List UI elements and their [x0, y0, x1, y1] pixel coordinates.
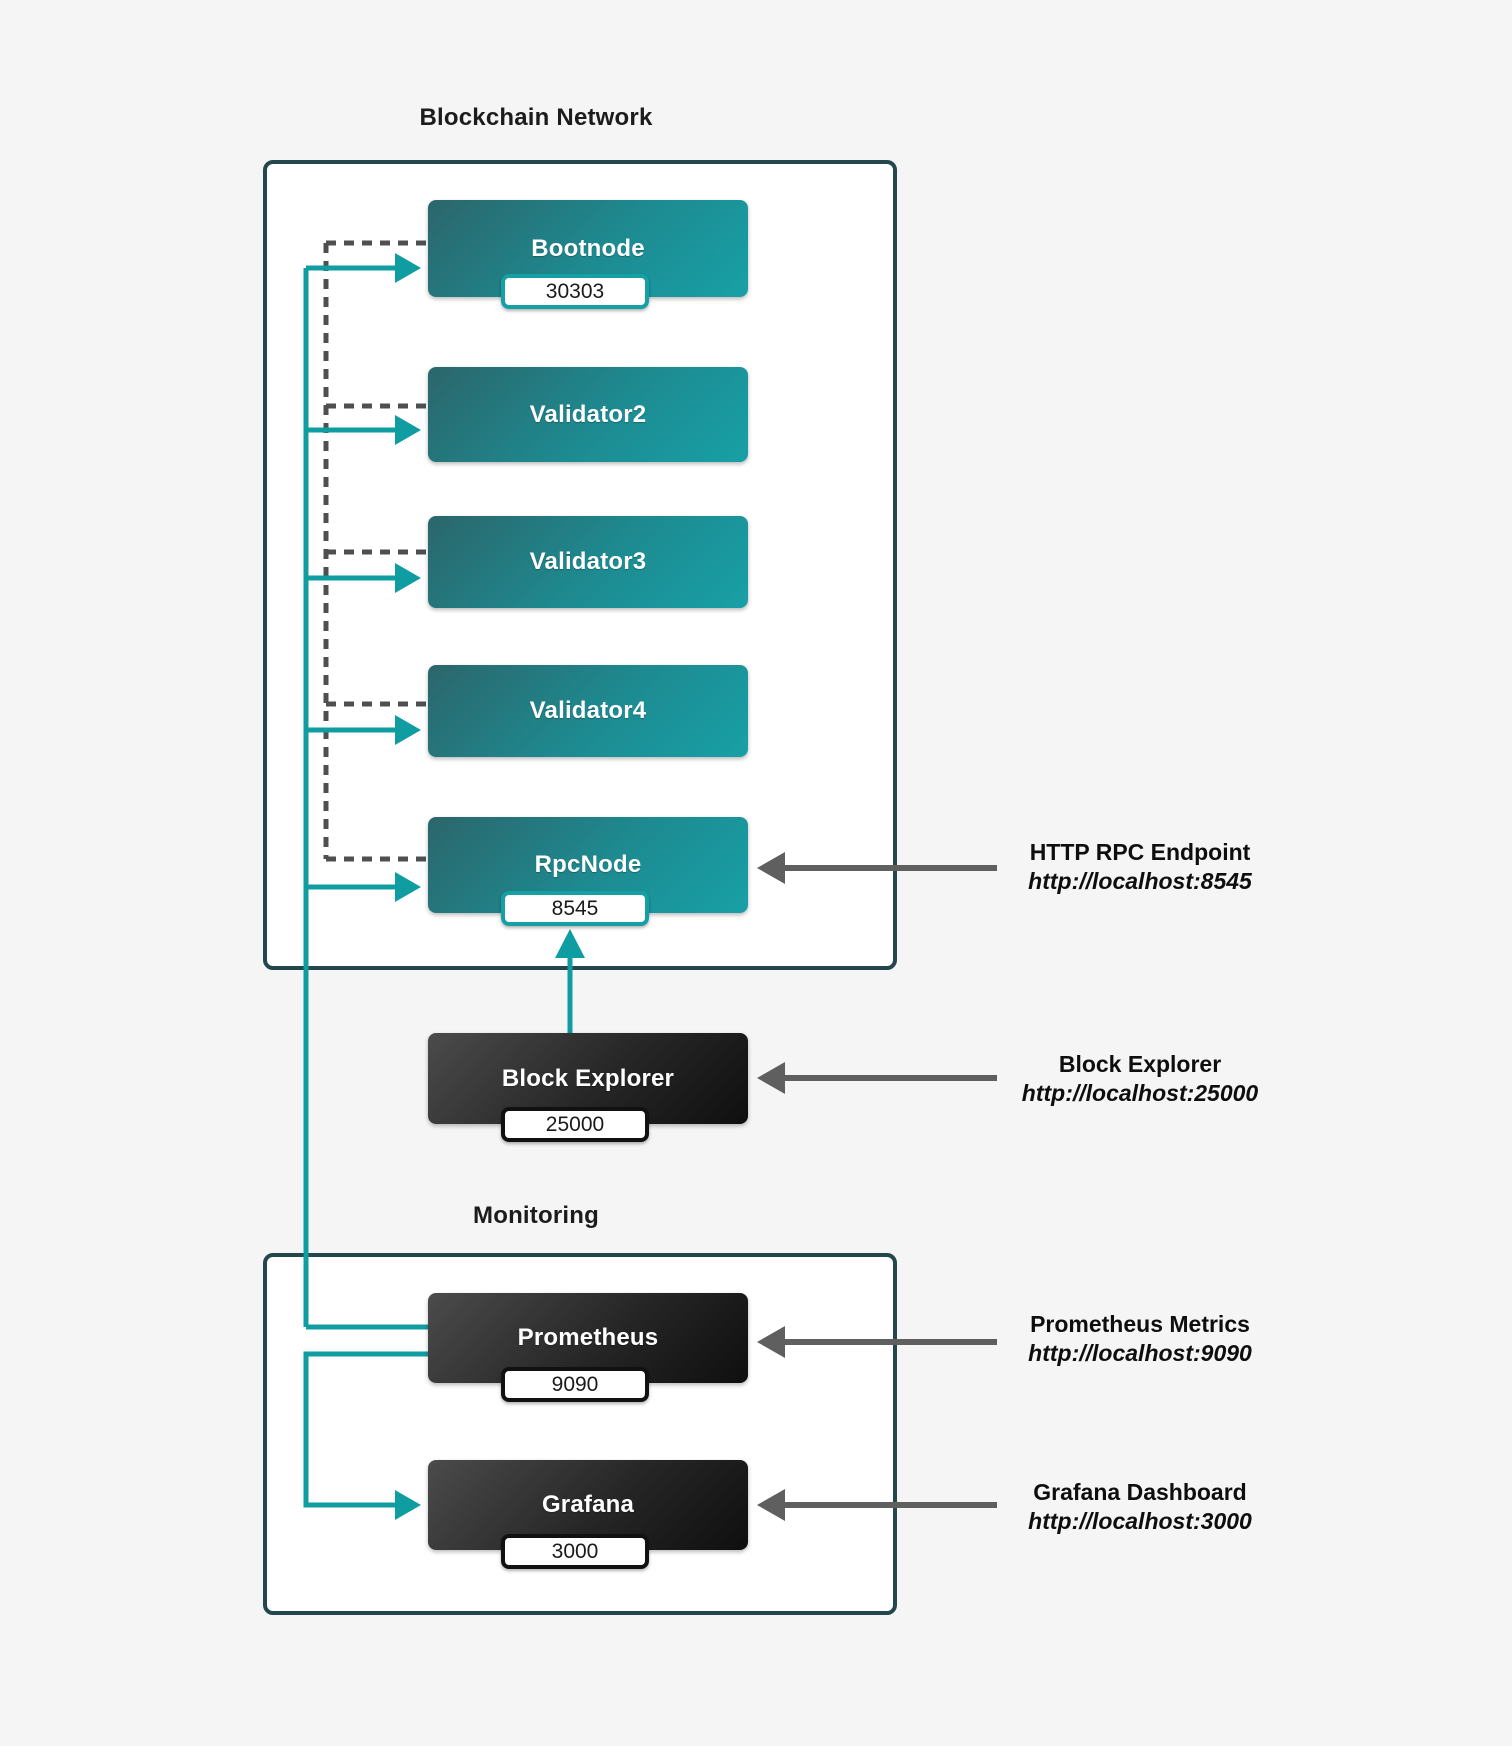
annotation-url: http://localhost:8545 [1028, 868, 1252, 894]
node-block-explorer-label: Block Explorer [501, 1064, 675, 1092]
annotation-url: http://localhost:9090 [1028, 1340, 1252, 1366]
node-bootnode-port-badge: 30303 [501, 274, 649, 309]
node-prometheus-label: Prometheus [517, 1324, 659, 1351]
node-prometheus: Prometheus 9090 [428, 1293, 748, 1402]
node-validator4-label: Validator4 [529, 697, 647, 724]
annotation-block-explorer: Block Explorer http://localhost:25000 [930, 1050, 1350, 1108]
node-validator3: Validator3 [428, 516, 748, 608]
node-grafana-port-badge: 3000 [501, 1534, 649, 1569]
node-block-explorer: Block Explorer 25000 [428, 1033, 748, 1142]
node-rpcnode: RpcNode 8545 [428, 817, 748, 926]
node-validator4: Validator4 [428, 665, 748, 757]
node-prometheus-port-badge: 9090 [501, 1367, 649, 1402]
annotation-title: Grafana Dashboard [1033, 1479, 1247, 1505]
annotation-http-rpc-endpoint: HTTP RPC Endpoint http://localhost:8545 [930, 838, 1350, 896]
annotation-grafana-dashboard: Grafana Dashboard http://localhost:3000 [930, 1478, 1350, 1536]
node-validator2: Validator2 [428, 367, 748, 462]
node-bootnode: Bootnode 30303 [428, 200, 748, 309]
annotation-title: HTTP RPC Endpoint [1029, 839, 1251, 865]
annotation-url: http://localhost:25000 [1021, 1080, 1259, 1106]
node-rpcnode-label: RpcNode [534, 851, 642, 878]
node-grafana: Grafana 3000 [428, 1460, 748, 1569]
annotation-title: Prometheus Metrics [1030, 1311, 1250, 1337]
node-validator2-label: Validator2 [529, 400, 647, 428]
node-bootnode-label: Bootnode [531, 234, 645, 262]
node-rpcnode-port-badge: 8545 [501, 891, 649, 926]
group-title-monitoring: Monitoring [473, 1202, 599, 1229]
node-validator3-label: Validator3 [529, 548, 647, 575]
node-block-explorer-port-badge: 25000 [501, 1107, 649, 1142]
annotation-url: http://localhost:3000 [1028, 1508, 1252, 1534]
group-title-blockchain-network: Blockchain Network [419, 104, 653, 131]
annotation-title: Block Explorer [1058, 1051, 1222, 1077]
node-grafana-label: Grafana [541, 1491, 635, 1518]
annotation-prometheus-metrics: Prometheus Metrics http://localhost:9090 [930, 1310, 1350, 1368]
